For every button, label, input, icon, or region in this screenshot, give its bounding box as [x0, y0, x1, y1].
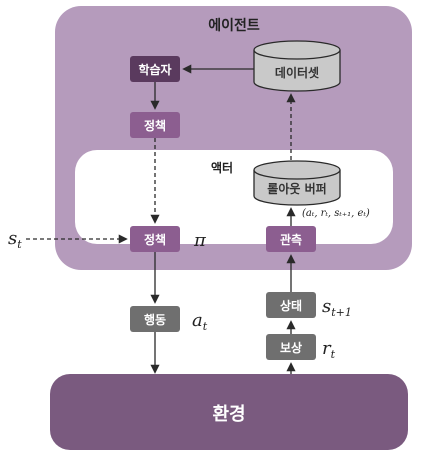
action-label: 행동: [144, 312, 166, 327]
action-box: 행동: [130, 306, 180, 332]
transition-tuple: (aₜ, rₜ, sₜ₊₁, eₜ): [302, 208, 370, 219]
s-t1-symbol: st+1: [322, 296, 352, 319]
a-t-symbol: at: [192, 310, 208, 333]
rollout-buffer-database: 롤아웃 버퍼: [253, 160, 341, 206]
learner-label: 학습자: [138, 62, 171, 77]
dataset-database: 데이터셋: [253, 40, 341, 92]
environment-block: 환경: [50, 374, 408, 450]
actor-region: 액터: [75, 150, 393, 244]
policy-label: 정책: [144, 232, 166, 247]
reward-box: 보상: [266, 334, 316, 360]
agent-title: 에이전트: [208, 17, 260, 34]
learner-box: 학습자: [130, 56, 180, 82]
actor-title: 액터: [211, 160, 233, 175]
s-t-symbol: st: [8, 228, 22, 251]
r-t-symbol: rt: [322, 338, 336, 361]
policy-box: 정책: [130, 226, 180, 252]
pi-symbol: π: [193, 230, 207, 251]
state-label: 상태: [280, 298, 302, 313]
policy-top-box: 정책: [130, 112, 180, 138]
state-box: 상태: [266, 292, 316, 318]
rollout-buffer-label: 롤아웃 버퍼: [267, 181, 326, 196]
environment-label: 환경: [212, 403, 245, 425]
observe-box: 관측: [266, 226, 316, 252]
dataset-label: 데이터셋: [275, 65, 319, 80]
policy-top-label: 정책: [144, 118, 166, 133]
observe-label: 관측: [280, 232, 302, 247]
reward-label: 보상: [280, 340, 302, 355]
